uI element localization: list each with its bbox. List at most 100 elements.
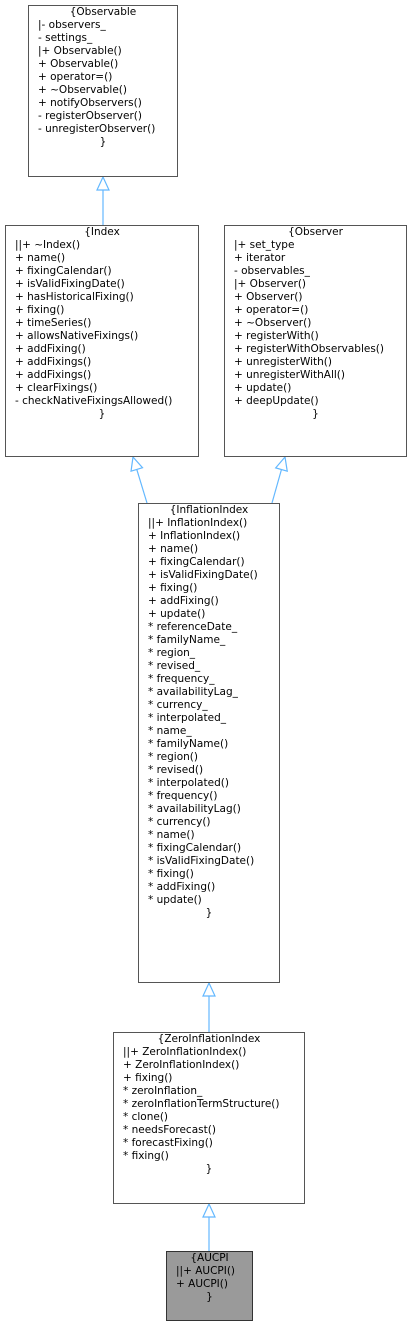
class-title: {Observable bbox=[69, 6, 137, 18]
class-member: * region() bbox=[148, 751, 198, 763]
class-member: * region_ bbox=[148, 647, 196, 659]
class-member: + notifyObservers() bbox=[38, 97, 142, 109]
class-member: + addFixings() bbox=[15, 356, 92, 368]
class-member: + ~Observable() bbox=[38, 84, 127, 96]
class-member: ||+ InflationIndex() bbox=[148, 517, 248, 529]
class-member: + iterator bbox=[234, 252, 286, 264]
class-member: - registerObserver() bbox=[38, 110, 142, 122]
inheritance-arrowhead-icon bbox=[130, 455, 144, 473]
class-member: * name_ bbox=[148, 725, 192, 737]
class-member: + isValidFixingDate() bbox=[148, 569, 258, 581]
class-member: + fixing() bbox=[15, 304, 65, 316]
class-member: * currency_ bbox=[148, 699, 208, 711]
class-member: + Observer() bbox=[234, 291, 303, 303]
class-member: * needsForecast() bbox=[123, 1124, 216, 1136]
class-title: {InflationIndex bbox=[169, 504, 249, 516]
class-member: - settings_ bbox=[38, 32, 93, 44]
class-member: |+ set_type bbox=[234, 239, 295, 251]
class-member: + name() bbox=[15, 252, 66, 264]
class-member: + ~Observer() bbox=[234, 317, 312, 329]
class-member: ||+ AUCPI() bbox=[176, 1265, 236, 1277]
class-member: * currency() bbox=[148, 816, 211, 828]
class-member: + ZeroInflationIndex() bbox=[123, 1059, 240, 1071]
class-close-brace: } bbox=[206, 1291, 213, 1303]
class-close-brace: } bbox=[99, 136, 107, 148]
class-member: * interpolated_ bbox=[148, 712, 226, 724]
class-member: + hasHistoricalFixing() bbox=[15, 291, 134, 303]
class-member: * forecastFixing() bbox=[123, 1137, 213, 1149]
class-member: + isValidFixingDate() bbox=[15, 278, 125, 290]
class-member: * addFixing() bbox=[148, 881, 216, 893]
class-member: + registerWith() bbox=[234, 330, 319, 342]
class-member: * name() bbox=[148, 829, 195, 841]
class-member: + fixingCalendar() bbox=[148, 556, 245, 568]
class-member: * frequency_ bbox=[148, 673, 215, 685]
class-title: {AUCPI bbox=[190, 1252, 229, 1264]
class-member: * availabilityLag() bbox=[148, 803, 241, 815]
class-member: * fixingCalendar() bbox=[148, 842, 242, 854]
class-member: ||+ ZeroInflationIndex() bbox=[123, 1046, 247, 1058]
class-aucpi[interactable]: {AUCPI||+ AUCPI()+ AUCPI()} bbox=[166, 1251, 253, 1321]
class-member: * fixing() bbox=[123, 1150, 169, 1162]
class-member: + update() bbox=[234, 382, 292, 394]
class-member: * referenceDate_ bbox=[148, 621, 238, 633]
class-member: * interpolated() bbox=[148, 777, 229, 789]
class-member: |+ Observable() bbox=[38, 45, 122, 57]
class-member: + fixingCalendar() bbox=[15, 265, 112, 277]
class-member: + update() bbox=[148, 608, 206, 620]
class-member: * update() bbox=[148, 894, 202, 906]
class-member: + clearFixings() bbox=[15, 382, 98, 394]
class-member: * revised_ bbox=[148, 660, 201, 672]
edge-inflation-observer bbox=[271, 469, 283, 504]
class-member: * fixing() bbox=[148, 868, 194, 880]
inheritance-arrowhead-icon bbox=[202, 1202, 216, 1218]
class-member: + unregisterWithAll() bbox=[234, 369, 345, 381]
class-close-brace: } bbox=[205, 907, 213, 919]
inheritance-arrowhead-icon bbox=[96, 175, 110, 191]
class-member: * zeroInflationTermStructure() bbox=[123, 1098, 280, 1110]
class-member: ||+ ~Index() bbox=[15, 239, 81, 251]
class-member: + timeSeries() bbox=[15, 317, 92, 329]
class-title: {Index bbox=[84, 226, 120, 238]
class-member: * isValidFixingDate() bbox=[148, 855, 255, 867]
edge-inflation-index bbox=[136, 469, 148, 504]
class-member: + addFixing() bbox=[148, 595, 219, 607]
class-member: + AUCPI() bbox=[176, 1278, 228, 1290]
class-member: * clone() bbox=[123, 1111, 169, 1123]
class-member: + unregisterWith() bbox=[234, 356, 332, 368]
class-member: + operator=() bbox=[38, 71, 113, 83]
class-member: * familyName() bbox=[148, 738, 229, 750]
class-member: - checkNativeFixingsAllowed() bbox=[15, 395, 173, 407]
class-member: - observables_ bbox=[234, 265, 310, 277]
class-member: * zeroInflation_ bbox=[123, 1085, 203, 1097]
class-member: + addFixing() bbox=[15, 343, 86, 355]
class-title: {Observer bbox=[288, 226, 343, 238]
class-member: * frequency() bbox=[148, 790, 218, 802]
class-close-brace: } bbox=[312, 408, 319, 420]
class-member: * availabilityLag_ bbox=[148, 686, 238, 698]
class-inflation-index[interactable]: {InflationIndex||+ InflationIndex()+ Inf… bbox=[138, 503, 280, 983]
class-member: |+ Observer() bbox=[234, 278, 307, 290]
class-observable[interactable]: {Observable|- observers_- settings_|+ Ob… bbox=[28, 5, 178, 177]
class-title: {ZeroInflationIndex bbox=[157, 1033, 261, 1045]
class-member: + operator=() bbox=[234, 304, 309, 316]
class-member: + name() bbox=[148, 543, 199, 555]
class-observer[interactable]: {Observer|+ set_type+ iterator- observab… bbox=[224, 225, 407, 457]
class-member: + allowsNativeFixings() bbox=[15, 330, 139, 342]
class-member: + deepUpdate() bbox=[234, 395, 319, 407]
class-member: * revised() bbox=[148, 764, 204, 776]
class-member: * familyName_ bbox=[148, 634, 226, 646]
class-close-brace: } bbox=[205, 1163, 213, 1175]
class-member: + addFixings() bbox=[15, 369, 92, 381]
inheritance-arrowhead-icon bbox=[202, 981, 216, 997]
class-member: + fixing() bbox=[123, 1072, 173, 1084]
class-member: - unregisterObserver() bbox=[38, 123, 156, 135]
class-index[interactable]: {Index||+ ~Index()+ name()+ fixingCalend… bbox=[5, 225, 199, 457]
inheritance-arrowhead-icon bbox=[274, 455, 288, 472]
class-member: |- observers_ bbox=[38, 19, 106, 31]
class-zero-inflation-index[interactable]: {ZeroInflationIndex||+ ZeroInflationInde… bbox=[113, 1032, 305, 1204]
class-close-brace: } bbox=[98, 408, 106, 420]
class-member: + Observable() bbox=[38, 58, 119, 70]
class-member: + registerWithObservables() bbox=[234, 343, 384, 355]
